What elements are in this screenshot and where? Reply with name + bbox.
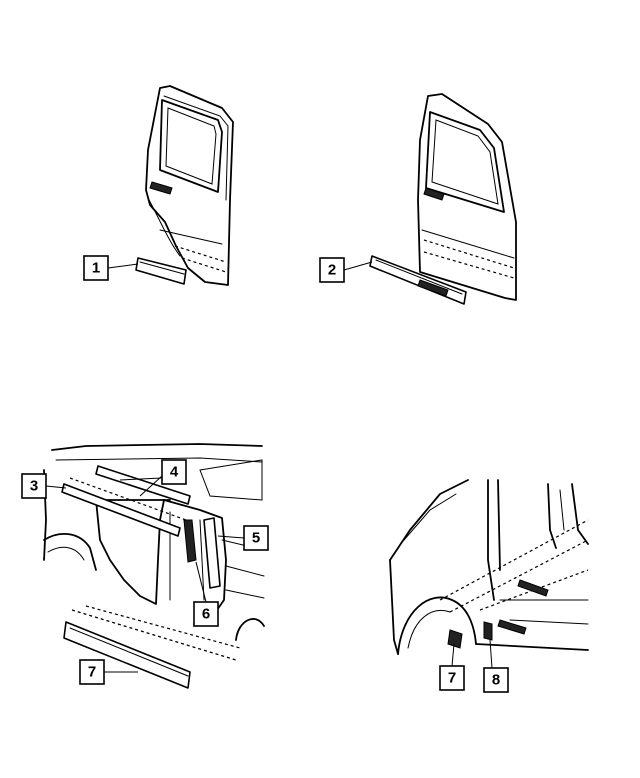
svg-text:7: 7 — [448, 670, 456, 687]
callout-1: 1 — [83, 255, 139, 281]
svg-text:5: 5 — [252, 530, 260, 547]
svg-text:1: 1 — [92, 260, 100, 277]
svg-text:4: 4 — [170, 464, 179, 481]
callout-6: 6 — [193, 561, 219, 627]
callout-4: 4 — [119, 459, 187, 497]
callout-7-right: 7 — [439, 643, 465, 691]
pillar-molding-part — [203, 517, 221, 589]
callout-8: 8 — [483, 639, 509, 693]
svg-text:6: 6 — [202, 606, 210, 623]
svg-text:7: 7 — [88, 664, 96, 681]
svg-text:2: 2 — [328, 262, 336, 279]
callout-7-left: 7 — [79, 659, 138, 685]
callout-2: 2 — [319, 257, 373, 283]
svg-text:3: 3 — [30, 478, 38, 495]
callout-3: 3 — [21, 473, 67, 499]
door-molding-part — [135, 257, 187, 285]
roof-molding-part — [61, 483, 181, 537]
vehicle-side-illustration — [43, 443, 265, 689]
callout-5: 5 — [217, 525, 269, 551]
svg-text:8: 8 — [492, 672, 500, 689]
front-door-illustration — [369, 93, 517, 305]
rear-door-illustration — [135, 85, 234, 286]
rear-underbody-illustration — [389, 479, 589, 655]
